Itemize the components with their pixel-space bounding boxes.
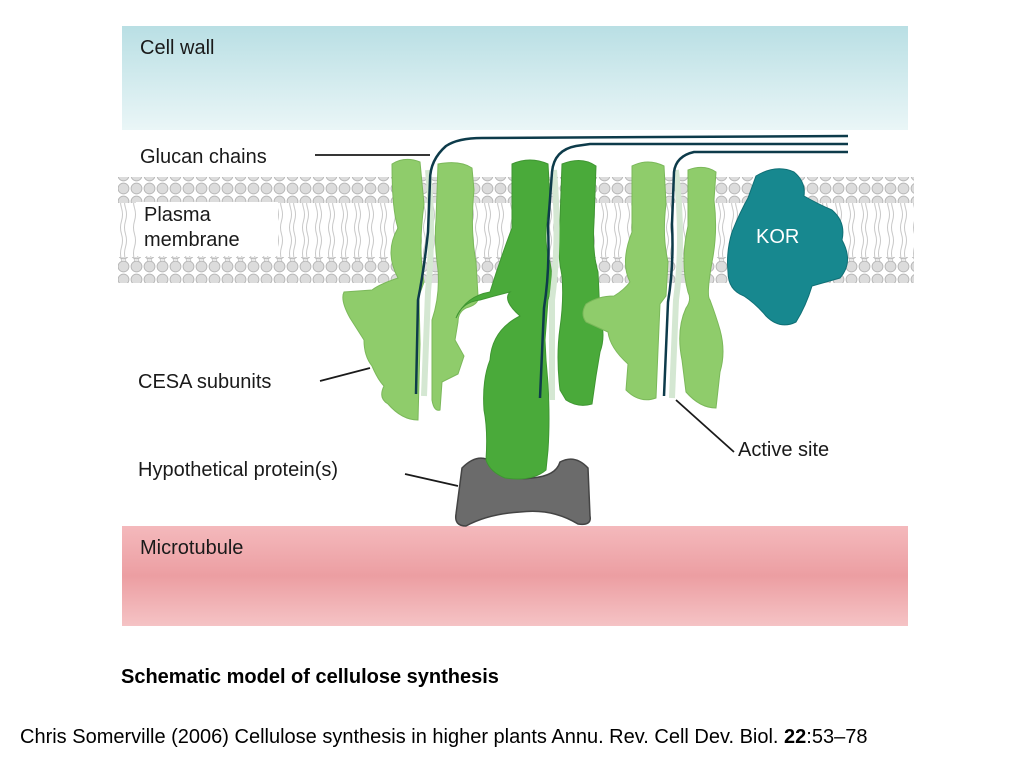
kor-protein <box>727 168 848 326</box>
cesa-subunit <box>557 160 604 406</box>
microtubule-band <box>122 526 908 626</box>
cell-wall-band <box>122 26 908 130</box>
cell-wall-label: Cell wall <box>140 37 214 59</box>
active-site-label: Active site <box>738 439 829 461</box>
cesa-subunits-label: CESA subunits <box>138 371 271 393</box>
microtubule-label: Microtubule <box>140 537 243 559</box>
hypothetical-protein-label: Hypothetical protein(s) <box>138 459 338 481</box>
cesa-subunit <box>679 166 724 409</box>
cesa-subunit <box>455 159 553 480</box>
cesa-subunit <box>342 158 425 421</box>
glucan-chains <box>414 134 849 399</box>
cesa-subunit <box>431 162 479 411</box>
figure-caption: Schematic model of cellulose synthesis <box>121 666 499 688</box>
cellulose-synthesis-diagram: Cell wall Plasma membrane Microtubule KO… <box>118 26 914 626</box>
glucan-chains-label: Glucan chains <box>140 146 267 168</box>
cesa-subunit <box>582 161 669 401</box>
kor-label: KOR <box>756 226 799 248</box>
plasma-membrane-label-line2: membrane <box>144 229 240 251</box>
citation-volume: 22 <box>784 726 807 748</box>
citation-text: Chris Somerville (2006) Cellulose synthe… <box>20 726 785 748</box>
citation: Chris Somerville (2006) Cellulose synthe… <box>20 726 867 749</box>
citation-pages: :53–78 <box>806 726 868 748</box>
plasma-membrane-label-line1: Plasma <box>144 204 212 226</box>
cesa-subunits <box>342 158 724 480</box>
